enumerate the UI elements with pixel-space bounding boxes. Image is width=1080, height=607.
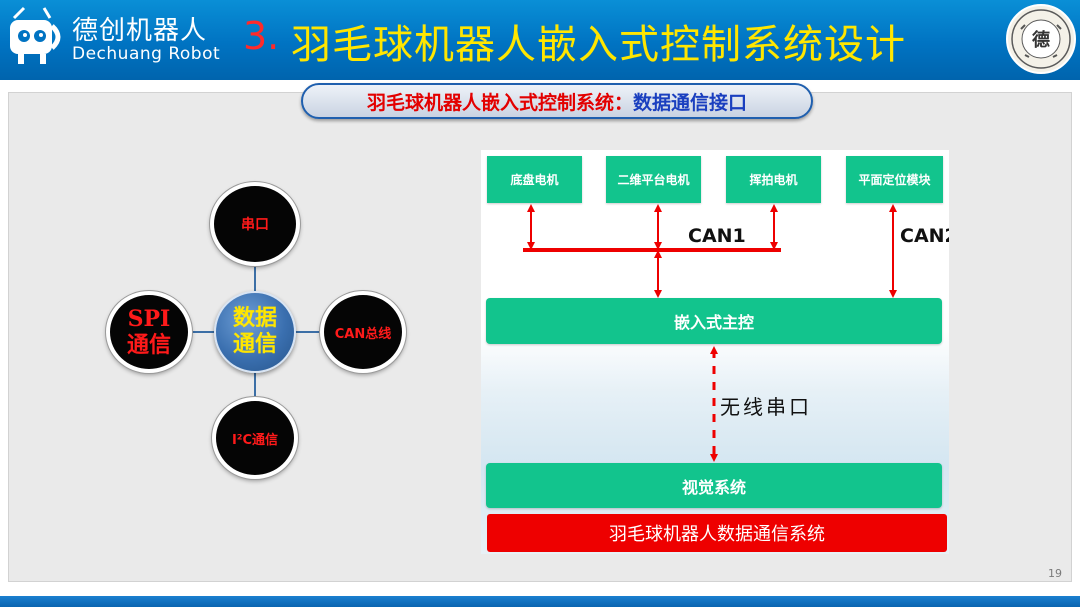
node-i2c: I²C通信 bbox=[212, 397, 298, 479]
center-line1: 数据 bbox=[232, 306, 277, 331]
system-title-label: 羽毛球机器人数据通信系统 bbox=[609, 524, 825, 545]
module-chassis-motor: 底盘电机 bbox=[487, 156, 582, 203]
page-title: 羽毛球机器人嵌入式控制系统设计 bbox=[291, 22, 906, 68]
page-number: 19 bbox=[1048, 567, 1062, 580]
system-title-bar: 羽毛球机器人数据通信系统 bbox=[487, 514, 947, 552]
node-can-bus: CAN总线 bbox=[320, 291, 406, 373]
brand-name-cn: 德创机器人 bbox=[72, 16, 208, 46]
vision-system-label: 视觉系统 bbox=[681, 477, 746, 497]
node-data-communication: 数据 通信 bbox=[214, 291, 296, 373]
module-chassis-motor-label: 底盘电机 bbox=[510, 173, 559, 187]
node-spi: SPI 通信 bbox=[106, 291, 192, 373]
bus-lines bbox=[523, 204, 897, 462]
embedded-main-controller-label: 嵌入式主控 bbox=[673, 313, 754, 332]
module-2d-platform-motor: 二维平台电机 bbox=[606, 156, 701, 203]
brand-name-en: Dechuang Robot bbox=[72, 44, 221, 64]
module-positioning-label: 平面定位模块 bbox=[858, 173, 931, 187]
node-i2c-label: I²C通信 bbox=[231, 432, 279, 448]
section-subtitle: 羽毛球机器人嵌入式控制系统：数据通信接口 bbox=[301, 83, 813, 119]
can1-label: CAN1 bbox=[688, 225, 746, 247]
seal-character: 德 bbox=[1032, 29, 1050, 51]
embedded-main-controller: 嵌入式主控 bbox=[486, 298, 942, 344]
module-positioning: 平面定位模块 bbox=[846, 156, 943, 203]
module-swing-motor: 挥拍电机 bbox=[726, 156, 821, 203]
module-swing-motor-label: 挥拍电机 bbox=[749, 173, 798, 187]
university-seal-icon: 德 bbox=[1006, 4, 1076, 74]
module-2d-platform-motor-label: 二维平台电机 bbox=[617, 173, 690, 187]
node-serial-port: 串口 bbox=[210, 182, 300, 266]
communication-diagram: 底盘电机 二维平台电机 挥拍电机 平面定位模块 CAN1 CAN2 嵌入式主控 … bbox=[481, 150, 949, 554]
node-serial-port-label: 串口 bbox=[241, 217, 269, 233]
center-line2: 通信 bbox=[232, 332, 277, 357]
footer-bar bbox=[0, 596, 1080, 607]
wireless-serial-label: 无线串口 bbox=[720, 395, 812, 419]
subtitle-part-1: 羽毛球机器人嵌入式控制系统： bbox=[366, 91, 633, 114]
node-can-bus-label: CAN总线 bbox=[334, 326, 392, 342]
node-spi-line1: SPI bbox=[127, 306, 171, 332]
node-spi-line2: 通信 bbox=[126, 332, 171, 358]
section-number: 3. bbox=[243, 14, 280, 58]
header-bar: 德创机器人 Dechuang Robot 3. 羽毛球机器人嵌入式控制系统设计 … bbox=[0, 0, 1080, 80]
can2-label: CAN2 bbox=[900, 225, 949, 247]
robot-logo-icon bbox=[10, 6, 61, 64]
subtitle-part-2: 数据通信接口 bbox=[633, 91, 748, 114]
vision-system: 视觉系统 bbox=[486, 463, 942, 508]
